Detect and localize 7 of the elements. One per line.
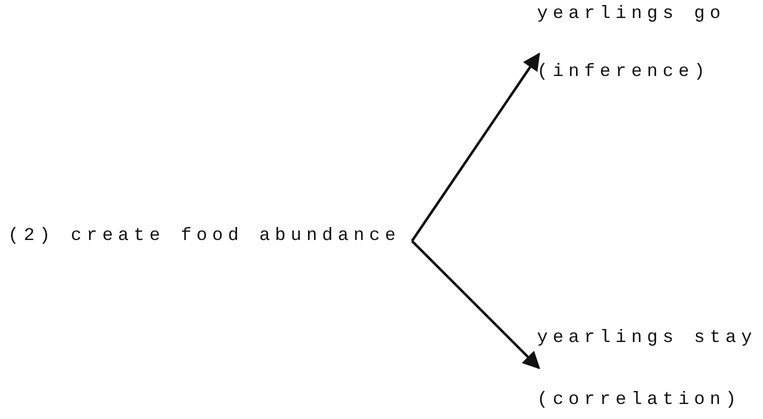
arrow — [411, 240, 540, 370]
node-annotation: (inference) — [537, 62, 710, 82]
node-annotation: (correlation) — [537, 390, 742, 410]
node-label: yearlings go — [537, 4, 726, 24]
node-label: (2) create food abundance — [8, 226, 401, 246]
arrow — [410, 52, 540, 242]
node-label: yearlings stay — [537, 328, 757, 348]
